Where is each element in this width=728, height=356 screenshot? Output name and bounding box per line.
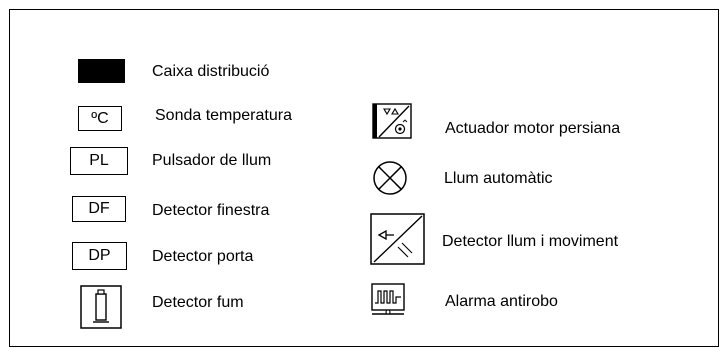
circle-cross-lamp-icon bbox=[372, 160, 408, 196]
legend-label-window-detector: Detector finestra bbox=[152, 202, 270, 219]
legend-label-automatic-light: Llum automàtic bbox=[444, 170, 553, 187]
legend-frame bbox=[9, 9, 719, 347]
legend-label-smoke-detector: Detector fum bbox=[152, 294, 244, 311]
light-motion-detector-icon bbox=[370, 213, 425, 265]
distribution-box-icon bbox=[78, 59, 125, 83]
window-detector-box-icon: DF bbox=[72, 196, 126, 222]
light-button-box-icon: PL bbox=[70, 147, 128, 175]
legend-label-light-button: Pulsador de llum bbox=[152, 152, 272, 169]
blind-motor-actuator-icon bbox=[372, 103, 412, 139]
smoke-detector-icon bbox=[80, 285, 122, 329]
legend-label-door-detector: Detector porta bbox=[152, 248, 254, 265]
legend-label-temperature-probe: Sonda temperatura bbox=[155, 107, 292, 124]
legend-label-light-motion-detector: Detector llum i moviment bbox=[442, 233, 619, 250]
legend-label-anti-theft-alarm: Alarma antirobo bbox=[445, 293, 558, 310]
legend-label-blind-motor-actuator: Actuador motor persiana bbox=[445, 120, 621, 137]
legend-label-distribution-box: Caixa distribució bbox=[152, 63, 270, 80]
temperature-box-icon: ºC bbox=[78, 106, 122, 131]
door-detector-box-icon: DP bbox=[72, 242, 127, 270]
anti-theft-alarm-icon bbox=[371, 283, 405, 317]
